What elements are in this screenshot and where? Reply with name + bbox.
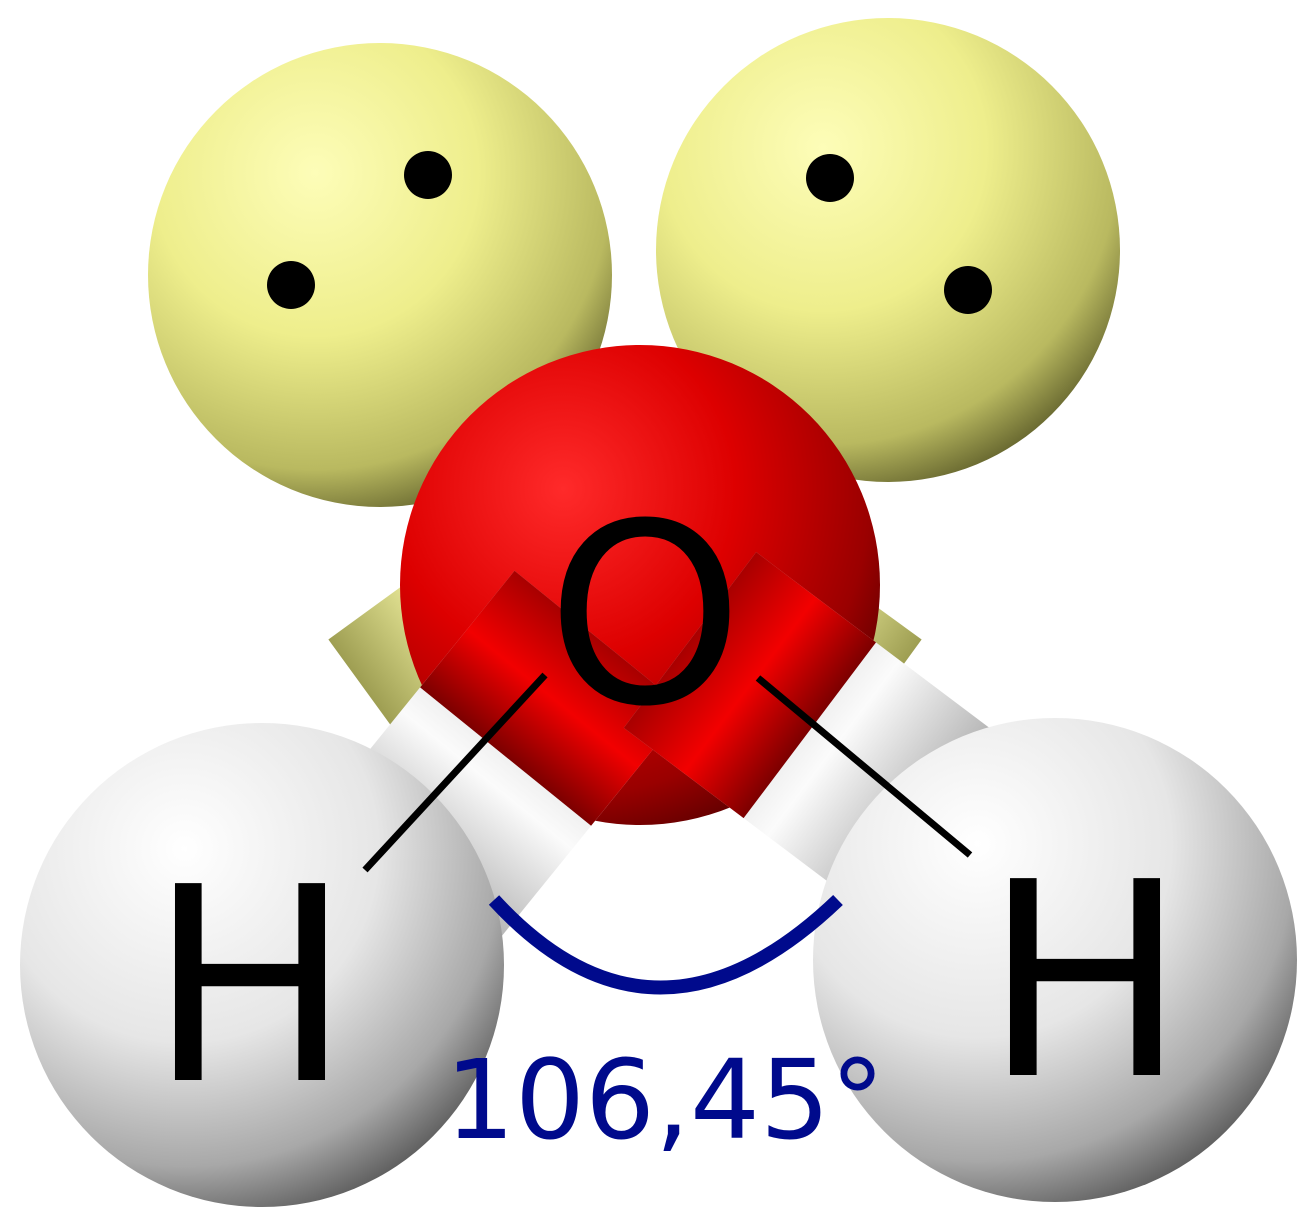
hydrogen-atom-left: [20, 723, 504, 1207]
bond-angle-arc: [488, 894, 843, 995]
bond-line-left: [362, 672, 548, 873]
electron-dot: [404, 151, 452, 199]
bond-line-right: [755, 675, 973, 858]
lone-pair-right: [656, 18, 1120, 482]
lone-pair-right-electrons: [806, 154, 992, 314]
lone-pair-left-electrons: [267, 151, 452, 309]
electron-dot: [267, 261, 315, 309]
electron-dot: [944, 266, 992, 314]
oxygen-symbol: O: [547, 470, 744, 761]
hydrogen-right-symbol: H: [983, 824, 1186, 1139]
bond-angle-label: 106,45°: [445, 1036, 885, 1164]
lone-pair-left: [148, 43, 612, 507]
hydrogen-left-symbol: H: [148, 829, 351, 1144]
electron-dot: [806, 154, 854, 202]
hydrogen-atom-right: [813, 718, 1297, 1202]
